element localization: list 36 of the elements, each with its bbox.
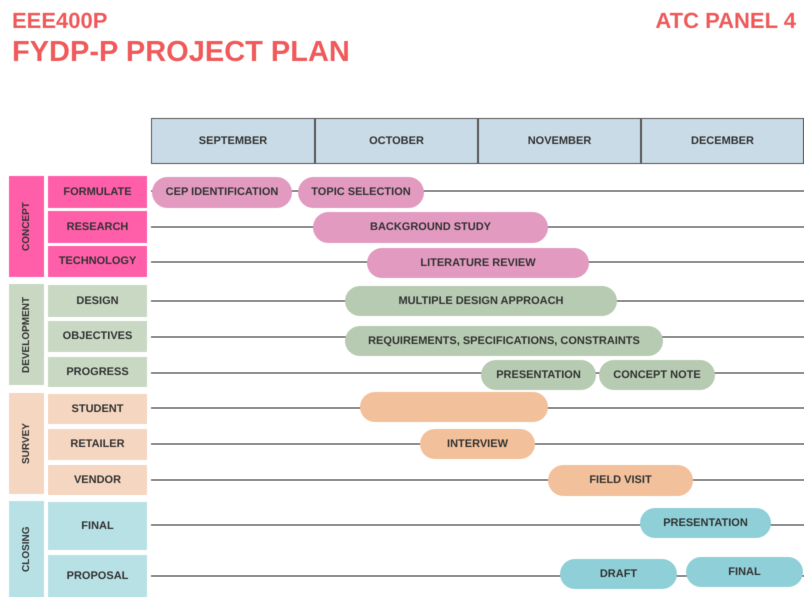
category-band: DEVELOPMENT [9,284,44,385]
task-bar: PRESENTATION [481,360,596,390]
task-bar: FIELD VISIT [548,465,693,496]
task-bar: LITERATURE REVIEW [367,248,589,278]
category-band: SURVEY [9,393,44,494]
month-header-cell: DECEMBER [641,118,804,164]
row-label-box: PROGRESS [48,357,147,387]
row-label-box: RETAILER [48,429,147,460]
row-label-box: STUDENT [48,394,147,424]
row-label-box: RESEARCH [48,211,147,243]
row-label-box: FINAL [48,502,147,550]
title: FYDP-P PROJECT PLAN [12,38,350,67]
row-label-box: FORMULATE [48,176,147,208]
row-label-box: DESIGN [48,285,147,317]
month-header-cell: SEPTEMBER [151,118,315,164]
course-code: EEE400P [12,10,108,32]
category-band: CONCEPT [9,176,44,277]
row-label-box: TECHNOLOGY [48,246,147,277]
month-header-cell: NOVEMBER [478,118,641,164]
task-bar [360,392,548,422]
task-bar: CONCEPT NOTE [599,360,715,390]
row-label-box: VENDOR [48,465,147,495]
task-bar: REQUIREMENTS, SPECIFICATIONS, CONSTRAINTS [345,326,663,356]
row-label-box: OBJECTIVES [48,321,147,352]
category-band: CLOSING [9,501,44,597]
task-bar: INTERVIEW [420,429,535,459]
task-bar: MULTIPLE DESIGN APPROACH [345,286,617,316]
task-bar: DRAFT [560,559,677,589]
month-header-cell: OCTOBER [315,118,478,164]
panel-label: ATC PANEL 4 [655,10,796,32]
task-bar: PRESENTATION [640,508,771,538]
row-label-box: PROPOSAL [48,555,147,597]
task-bar: FINAL [686,557,803,587]
task-bar: CEP IDENTIFICATION [152,177,292,208]
task-bar: BACKGROUND STUDY [313,212,548,243]
task-bar: TOPIC SELECTION [298,177,424,208]
